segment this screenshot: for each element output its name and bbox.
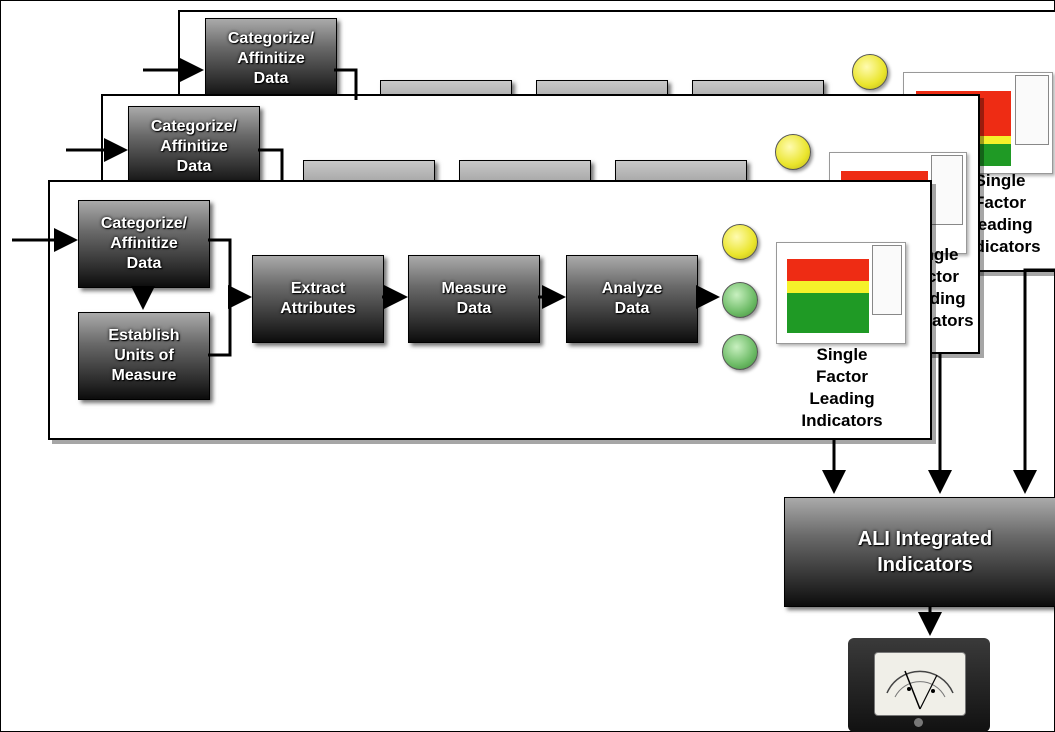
ali-integrated-indicators-box: ALI Integrated Indicators bbox=[784, 497, 1055, 607]
middle-yellow-light-icon bbox=[775, 134, 811, 170]
front-panel-label: Single Factor Leading Indicators bbox=[801, 345, 883, 430]
categorize-data-box: Categorize/ Affinitize Data bbox=[78, 200, 210, 288]
back-yellow-light-icon bbox=[852, 54, 888, 90]
measure-data-box: Measure Data bbox=[408, 255, 540, 343]
green-light-icon bbox=[722, 334, 758, 370]
green-light-icon bbox=[722, 282, 758, 318]
extract-attributes-box: Extract Attributes bbox=[252, 255, 384, 343]
analog-meter-icon bbox=[848, 638, 990, 732]
chart-thumbnail bbox=[776, 242, 906, 344]
middle-categorize-box: Categorize/ Affinitize Data bbox=[128, 106, 260, 188]
yellow-light-icon bbox=[722, 224, 758, 260]
front-panel: Categorize/ Affinitize Data Establish Un… bbox=[48, 180, 932, 440]
back-categorize-box: Categorize/ Affinitize Data bbox=[205, 18, 337, 100]
establish-units-box: Establish Units of Measure bbox=[78, 312, 210, 400]
